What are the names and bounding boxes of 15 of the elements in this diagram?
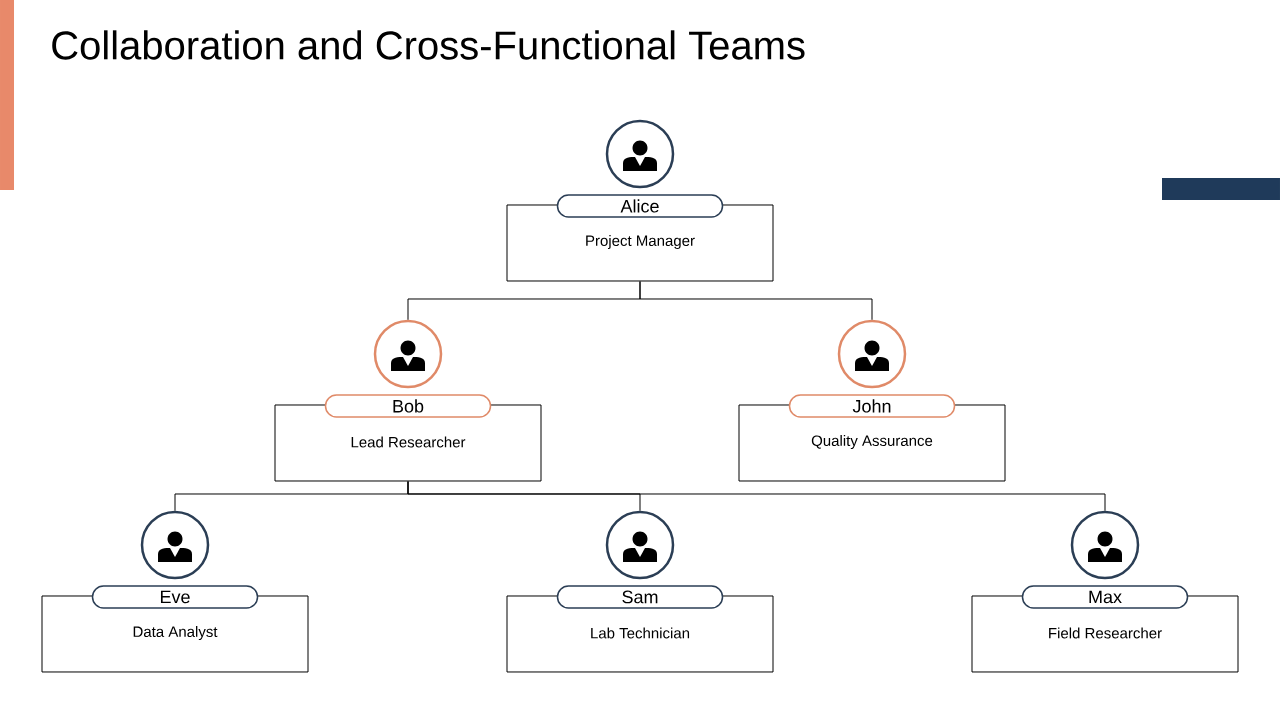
name-pill: Sam xyxy=(556,585,724,609)
name-pill: Eve xyxy=(91,585,259,609)
title: Collaboration and Cross-Functional Teams xyxy=(52,30,805,60)
avatar-circle xyxy=(1070,510,1140,580)
name-pill: John xyxy=(788,394,956,418)
avatar-circle xyxy=(373,319,443,389)
name-pill: Bob xyxy=(324,394,492,418)
name-pill: Alice xyxy=(556,194,724,218)
name-pill: Max xyxy=(1021,585,1189,609)
avatar-circle xyxy=(605,119,675,189)
avatar-circle xyxy=(605,510,675,580)
avatar-circle xyxy=(837,319,907,389)
connector-line xyxy=(407,481,1106,512)
avatar-circle xyxy=(140,510,210,580)
connector-line xyxy=(639,281,873,321)
